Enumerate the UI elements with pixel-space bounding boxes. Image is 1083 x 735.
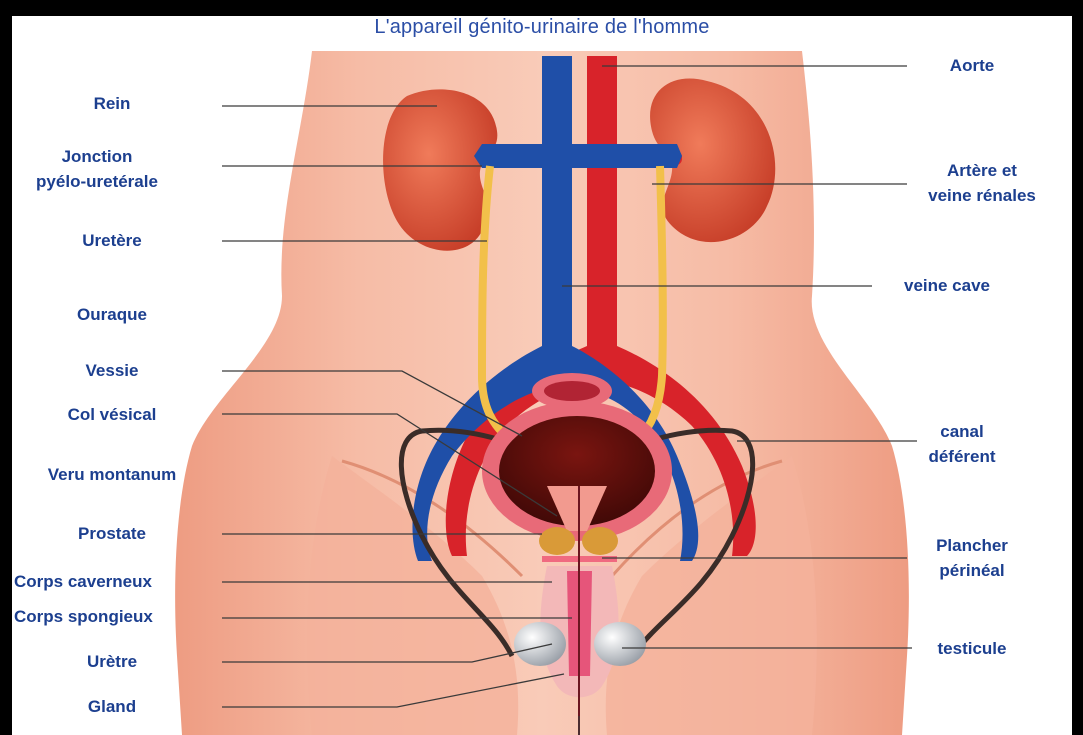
label-veine-cave: veine cave	[872, 273, 1022, 298]
label-plancher-perineal-text: Plancher périnéal	[936, 536, 1008, 580]
label-col-vesical-text: Col vésical	[68, 405, 157, 424]
prostate-right	[582, 527, 618, 555]
left-testicle	[514, 622, 566, 666]
label-canal-deferent: canal déférent	[902, 419, 1022, 469]
label-artere-veine-renales: Artère et veine rénales	[907, 158, 1057, 208]
label-ouraque-text: Ouraque	[77, 305, 147, 324]
prostate-left	[539, 527, 575, 555]
label-veine-cave-text: veine cave	[904, 276, 990, 295]
label-vessie-text: Vessie	[86, 361, 139, 380]
label-gland: Gland	[67, 694, 157, 719]
label-jonction-text: Jonction pyélo-uretérale	[36, 147, 158, 191]
label-aorte-text: Aorte	[950, 56, 994, 75]
label-veru-montanum-text: Veru montanum	[48, 465, 176, 484]
label-gland-text: Gland	[88, 697, 136, 716]
label-uretere: Uretère	[62, 228, 162, 253]
label-aorte: Aorte	[912, 53, 1032, 78]
label-prostate-text: Prostate	[78, 524, 146, 543]
diagram-title: L'appareil génito-urinaire de l'homme	[12, 16, 1072, 39]
label-prostate: Prostate	[57, 521, 167, 546]
label-testicule-text: testicule	[938, 639, 1007, 658]
label-ouraque: Ouraque	[57, 302, 167, 327]
label-jonction: Jonction pyélo-uretérale	[12, 144, 182, 194]
label-rein: Rein	[72, 91, 152, 116]
label-corps-spongieux-text: Corps spongieux	[14, 607, 153, 626]
label-corps-caverneux: Corps caverneux	[14, 569, 152, 594]
label-corps-caverneux-text: Corps caverneux	[14, 572, 152, 591]
urachus-opening	[544, 381, 600, 401]
label-artere-veine-renales-text: Artère et veine rénales	[928, 161, 1036, 205]
label-canal-deferent-text: canal déférent	[928, 422, 995, 466]
label-rein-text: Rein	[94, 94, 131, 113]
label-veru-montanum: Veru montanum	[12, 462, 212, 487]
right-testicle	[594, 622, 646, 666]
label-corps-spongieux: Corps spongieux	[14, 604, 153, 629]
label-uretre: Urètre	[67, 649, 157, 674]
label-vessie: Vessie	[67, 358, 157, 383]
label-uretre-text: Urètre	[87, 652, 137, 671]
diagram-panel: L'appareil génito-urinaire de l'homme Re…	[12, 16, 1072, 735]
label-plancher-perineal: Plancher périnéal	[912, 533, 1032, 583]
label-testicule: testicule	[912, 636, 1032, 661]
label-uretere-text: Uretère	[82, 231, 142, 250]
renal-vein	[474, 144, 682, 168]
label-col-vesical: Col vésical	[42, 402, 182, 427]
anatomy-illustration	[12, 16, 1072, 735]
